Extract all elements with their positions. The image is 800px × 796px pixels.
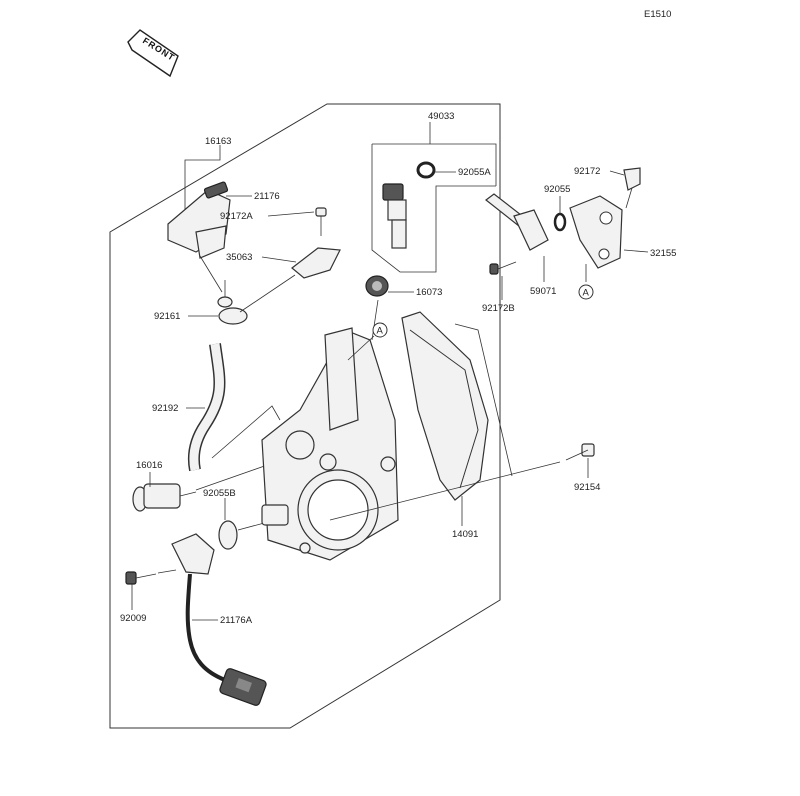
leader-14091 (454, 323, 513, 526)
label-16016: 16016 (136, 460, 162, 471)
bolt-92172B (489, 261, 517, 275)
sensor-21176A (171, 533, 267, 706)
leader-92009 (131, 569, 177, 610)
leader-16073 (371, 291, 414, 341)
leaders-right-assembly (501, 170, 649, 300)
group-line-16163 (184, 145, 221, 230)
label-16163: 16163 (205, 136, 231, 147)
label-49033: 49033 (428, 111, 454, 122)
leader-92192 (186, 405, 281, 459)
idle-valve-16016 (132, 483, 197, 512)
leader-92172A (267, 211, 315, 217)
diagram-code: E1510 (644, 9, 671, 20)
svg-text:A: A (583, 288, 590, 299)
bolt-92172 (623, 167, 641, 209)
label-59071: 59071 (530, 286, 556, 297)
svg-text:A: A (377, 326, 384, 337)
bolt-92009 (125, 571, 157, 585)
label-92154: 92154 (574, 482, 600, 493)
group-bracket-49033 (371, 122, 497, 273)
label-92009: 92009 (120, 613, 146, 624)
throttle-body (261, 327, 399, 561)
plate-35063 (291, 247, 341, 279)
throttle-position-sensor (167, 181, 231, 259)
front-arrow-icon: FRONT (127, 29, 179, 78)
fuel-fitting-59071 (485, 193, 567, 251)
cover-14091 (401, 311, 489, 501)
label-14091: 14091 (452, 529, 478, 540)
screw-92172A (315, 207, 327, 236)
leader-92154 (329, 458, 589, 521)
assembly-frame (109, 103, 501, 729)
label-32155: 32155 (650, 248, 676, 259)
label-92172A: 92172A (220, 211, 253, 222)
holder-32155 (569, 195, 623, 269)
label-92161: 92161 (154, 311, 180, 322)
label-35063: 35063 (226, 252, 252, 263)
label-16073: 16073 (416, 287, 442, 298)
screw-92154 (565, 443, 595, 461)
fitting-92161 (199, 255, 248, 325)
callout-A-right: A (578, 284, 594, 300)
label-21176: 21176 (254, 191, 280, 202)
injector-49033 (365, 161, 436, 297)
label-92172: 92172 (574, 166, 600, 177)
o-ring-92055B (218, 520, 238, 550)
callout-A-body: A (347, 322, 388, 361)
leader-35063 (261, 256, 297, 263)
label-92192: 92192 (152, 403, 178, 414)
label-92172B: 92172B (482, 303, 515, 314)
label-21176A: 21176A (220, 615, 253, 626)
leader-92161 (188, 274, 296, 317)
label-92055A: 92055A (458, 167, 491, 178)
label-92055B: 92055B (203, 488, 236, 499)
label-92055: 92055 (544, 184, 570, 195)
